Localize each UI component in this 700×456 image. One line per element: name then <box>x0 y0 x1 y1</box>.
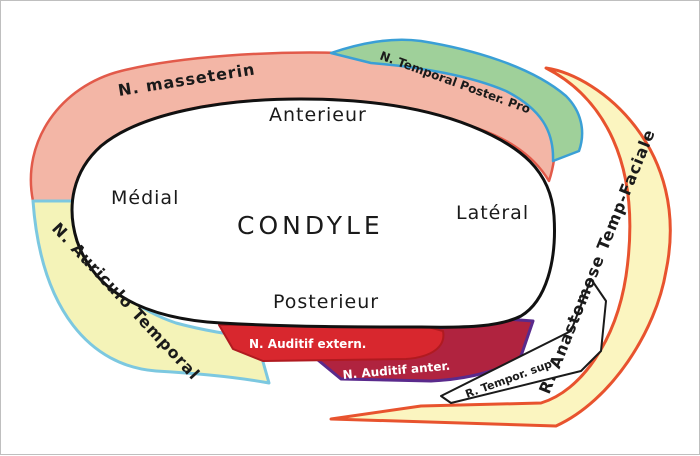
medial-label: Médial <box>111 187 179 209</box>
auditif-extern-band <box>218 324 445 362</box>
lateral-label: Latéral <box>456 202 529 224</box>
condyle-outline <box>70 97 556 329</box>
posterior-label: Posterieur <box>273 291 379 313</box>
auditif-extern-label: N. Auditif extern. <box>249 337 366 351</box>
condyle-label: CONDYLE <box>237 211 384 240</box>
tempor-sup-band <box>440 278 607 404</box>
anastomose-band <box>329 66 672 428</box>
anterior-label: Anterieur <box>269 104 367 126</box>
temporal-poster-band <box>329 38 584 163</box>
